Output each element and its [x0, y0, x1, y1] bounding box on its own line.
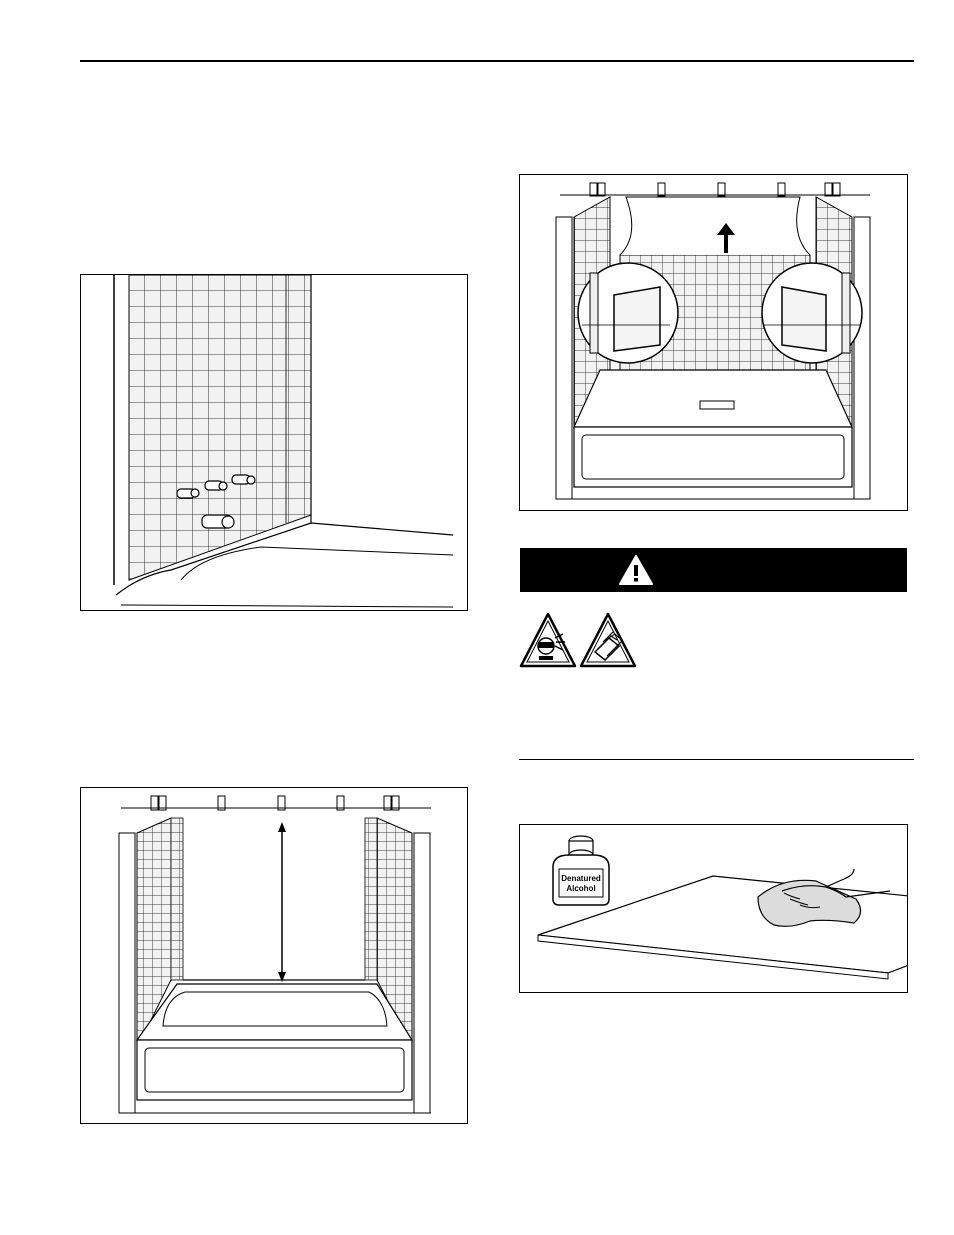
wall-valves-illustration	[81, 275, 468, 611]
bottle-label-line2: Alcohol	[566, 884, 595, 893]
clean-panel-illustration: Denatured Alcohol	[520, 825, 908, 993]
bottle-label-line1: Denatured	[561, 874, 601, 883]
lift-panel-illustration	[520, 175, 908, 511]
detail-circle-left	[578, 263, 678, 363]
warning-triangle-icon	[618, 554, 654, 586]
section-rule	[519, 759, 914, 760]
warning-banner	[520, 548, 907, 592]
warning-label	[520, 548, 521, 549]
figure-wall-valves	[80, 274, 468, 611]
detail-circle-right	[762, 263, 862, 363]
figure-measure-height	[80, 787, 468, 1124]
figure-lift-panel	[519, 174, 908, 511]
eye-protection-hazard-icon	[519, 612, 577, 668]
figure-clean-panel: Denatured Alcohol	[519, 824, 908, 993]
header-rule	[80, 60, 914, 62]
alcohol-bottle: Denatured Alcohol	[553, 836, 609, 905]
sharp-edges-hazard-icon	[579, 612, 637, 668]
measure-height-illustration	[81, 788, 468, 1124]
measurement-arrow	[278, 822, 286, 982]
